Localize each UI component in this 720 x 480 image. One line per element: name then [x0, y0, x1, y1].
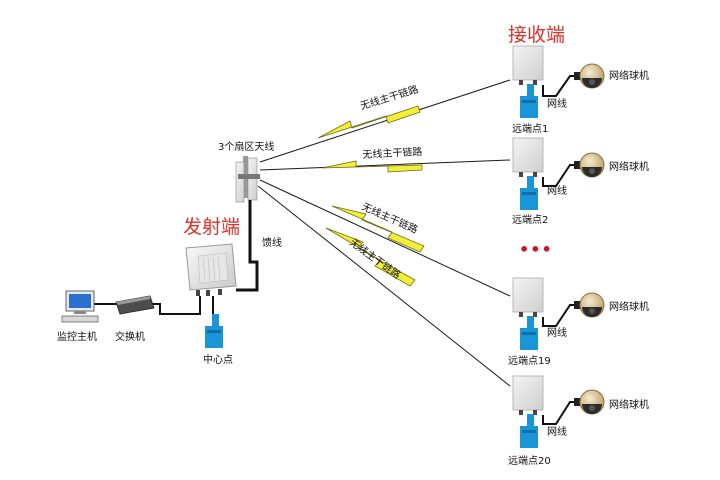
remote-unit-20 [512, 375, 605, 448]
monitor-host-icon [61, 290, 99, 323]
antenna-label: 3个扇区天线 [218, 142, 275, 153]
lightning-bolt-2 [321, 160, 423, 173]
link-line-20 [257, 185, 511, 387]
receiver-title: 接收端 [508, 24, 566, 46]
link-line-2 [259, 159, 511, 171]
remote-19-camera-label: 网络球机 [609, 302, 649, 313]
monitor-host-label: 监控主机 [57, 332, 97, 343]
remote-19-name: 远端点19 [508, 356, 551, 367]
feeder-cable [236, 200, 259, 292]
remote-1-name: 远端点1 [512, 124, 549, 135]
remote-20-cable-label: 网线 [547, 427, 567, 438]
switch-icon [115, 295, 155, 315]
switch-label: 交换机 [115, 332, 145, 343]
remote-unit-19 [512, 277, 605, 350]
lightning-bolt-19 [331, 205, 425, 253]
lightning-bolt-1 [317, 105, 421, 139]
remote-2-camera-label: 网络球机 [609, 162, 649, 173]
lightning-bolts [317, 105, 425, 287]
link-label-2: 无线主干链路 [362, 146, 423, 161]
camera-icon [573, 152, 605, 178]
remote-2-cable-label: 网线 [547, 186, 567, 197]
lightning-bolt-20 [325, 227, 416, 287]
remote-20-name: 远端点20 [508, 456, 551, 467]
transmitter-box [185, 243, 237, 296]
remote-unit-1 [512, 45, 605, 118]
camera-icon [573, 389, 605, 415]
camera-icon [573, 63, 605, 89]
remote-20-camera-label: 网络球机 [609, 400, 649, 411]
remote-1-camera-label: 网络球机 [609, 71, 649, 82]
more-remotes-indicator: ••• [519, 240, 553, 259]
feeder-label: 馈线 [262, 238, 282, 249]
link-line-1 [259, 79, 511, 163]
remote-2-name: 远端点2 [512, 215, 549, 226]
center-device-icon [205, 314, 223, 348]
center-label: 中心点 [203, 355, 233, 366]
remote-19-cable-label: 网线 [547, 328, 567, 339]
transmitter-title: 发射端 [183, 216, 241, 238]
link-line-19 [259, 179, 511, 297]
camera-icon [573, 292, 605, 318]
remote-unit-2 [512, 137, 605, 210]
ground-cables [92, 296, 214, 315]
sector-antenna [235, 156, 260, 203]
wireless-link-lines [257, 79, 511, 387]
remote-1-cable-label: 网线 [547, 99, 567, 110]
